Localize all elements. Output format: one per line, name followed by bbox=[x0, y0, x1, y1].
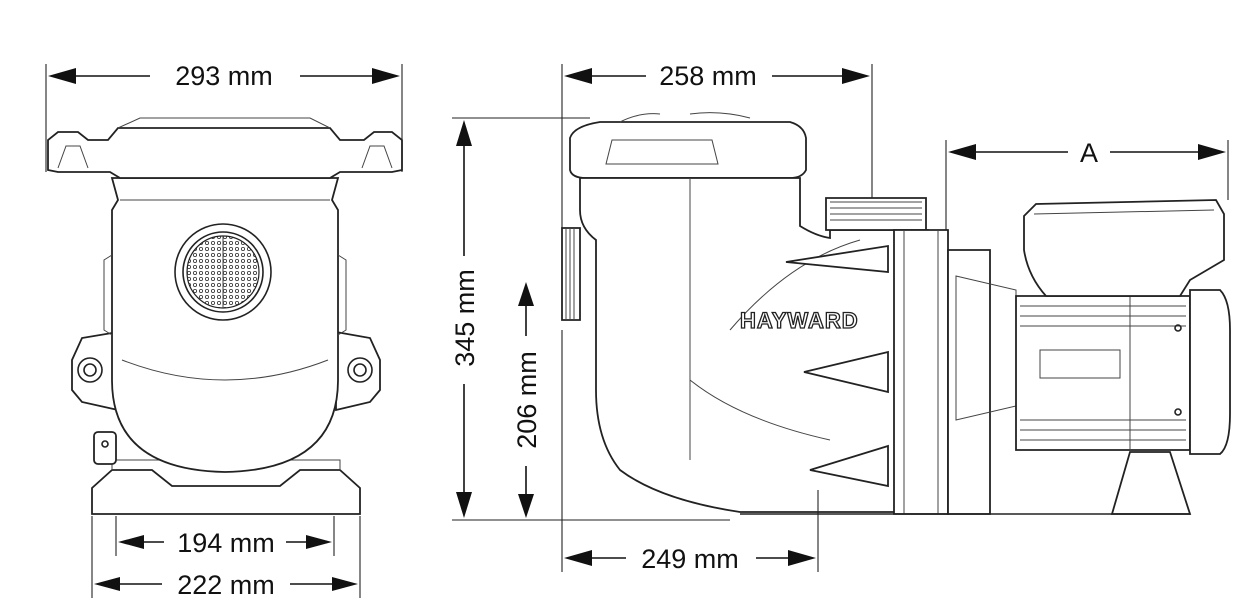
dimension-A: A bbox=[945, 138, 1229, 230]
dimension-293-label: 293 mm bbox=[175, 61, 273, 91]
hayward-logo: HAYWARD bbox=[740, 308, 859, 333]
dimension-222-label: 222 mm bbox=[177, 570, 275, 600]
dimension-345-label: 345 mm bbox=[450, 269, 480, 367]
dimension-293-mm: 293 mm bbox=[45, 61, 403, 172]
dimension-249-mm: 249 mm bbox=[561, 330, 819, 574]
dimension-206-label: 206 mm bbox=[512, 351, 542, 449]
dimension-206-mm: 206 mm bbox=[512, 282, 542, 518]
dimension-194-label: 194 mm bbox=[177, 528, 275, 558]
dimension-249-label: 249 mm bbox=[641, 544, 739, 574]
front-view-pump bbox=[47, 117, 403, 515]
dimension-A-label: A bbox=[1080, 138, 1098, 168]
side-view-pump: HAYWARD bbox=[561, 112, 1231, 515]
dimension-345-mm: 345 mm bbox=[450, 117, 730, 521]
dimension-258-label: 258 mm bbox=[659, 61, 757, 91]
dimension-222-mm: 222 mm bbox=[91, 516, 361, 600]
dimension-194-mm: 194 mm bbox=[115, 516, 335, 558]
dimension-258-mm: 258 mm bbox=[561, 61, 873, 228]
